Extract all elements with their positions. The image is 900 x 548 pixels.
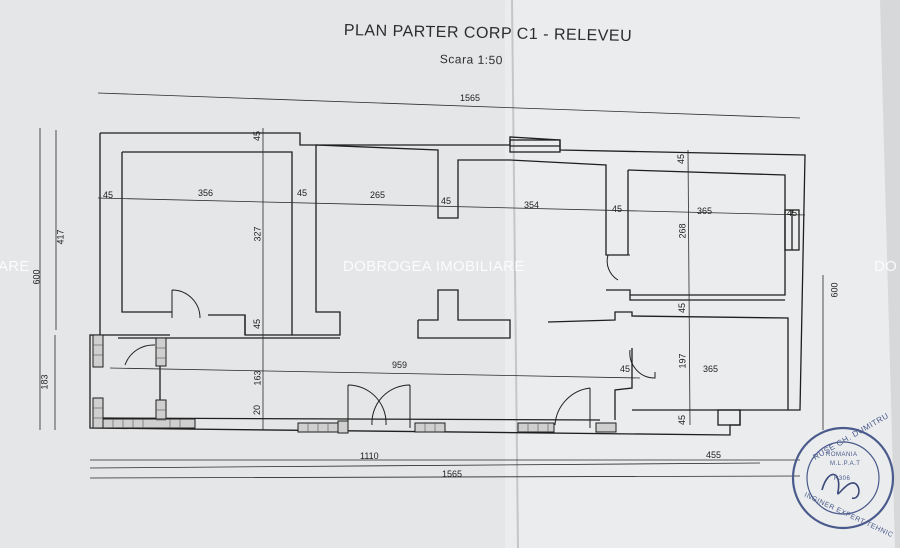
paper-fold xyxy=(511,0,519,548)
dim-label-45-c: 45 xyxy=(441,196,452,206)
entrance-double-door xyxy=(347,384,411,428)
dim-bottom-total xyxy=(89,475,801,479)
dim-label-197: 197 xyxy=(677,353,688,369)
watermark-left-fragment: ARE xyxy=(0,258,30,275)
dim-v-right xyxy=(687,149,691,426)
brick-pillar-5 xyxy=(337,420,349,434)
dim-label-v45-top-right: 45 xyxy=(676,153,687,165)
brick-wall-3 xyxy=(414,422,446,433)
watermark: DOBROGEA IMOBILIARE xyxy=(343,258,525,275)
dimension-lines xyxy=(39,92,824,479)
dim-label-top-total: 1565 xyxy=(460,93,481,103)
brick-pillar-1 xyxy=(92,334,104,368)
room-4-bottom xyxy=(606,289,785,301)
room-2-wall xyxy=(292,145,341,336)
dim-row-top xyxy=(97,197,806,216)
stamp-mid: M.L.P.A.T xyxy=(830,461,861,467)
paper-sheet-left xyxy=(0,0,520,548)
dim-label-v45-mid-left: 45 xyxy=(252,318,263,330)
dim-label-354: 354 xyxy=(524,200,540,210)
dim-label-1110: 1110 xyxy=(360,451,379,461)
dim-label-183: 183 xyxy=(39,374,50,390)
dim-bottom-1110 xyxy=(89,462,761,469)
outer-wall xyxy=(89,132,806,436)
room-1-wall-b xyxy=(122,151,293,336)
door-5 xyxy=(124,344,156,366)
dim-label-327: 327 xyxy=(252,226,263,242)
dim-label-45-d: 45 xyxy=(612,204,623,214)
plan-scale: Scara 1:50 xyxy=(439,52,504,68)
room-2-top xyxy=(315,144,510,219)
dim-label-365-bottom: 365 xyxy=(703,364,719,374)
engineer-stamp xyxy=(791,426,895,530)
watermark-right-fragment: DO xyxy=(874,258,898,275)
dim-label-v45-top-left: 45 xyxy=(252,130,263,142)
dim-label-265: 265 xyxy=(370,190,386,200)
brick-pillar-2 xyxy=(92,397,104,429)
dim-label-left-600: 600 xyxy=(31,269,42,285)
door-2 xyxy=(606,254,630,281)
dim-label-right-600: 600 xyxy=(829,282,840,298)
partition-mid xyxy=(417,289,511,339)
door-3 xyxy=(629,349,656,379)
dim-label-45-a: 45 xyxy=(103,190,114,200)
dim-label-45-hall: 45 xyxy=(620,364,631,374)
dim-label-365-top: 365 xyxy=(697,206,713,216)
brick-wall-4 xyxy=(517,422,555,433)
dim-row-hall xyxy=(109,367,641,379)
dim-label-959: 959 xyxy=(392,360,408,370)
front-wall xyxy=(99,417,601,421)
dim-label-356: 356 xyxy=(198,188,214,198)
room-1-wall xyxy=(121,152,172,313)
dim-label-v45-mid-right: 45 xyxy=(677,302,688,314)
room-5-left xyxy=(614,348,633,420)
dim-label-20: 20 xyxy=(252,404,263,416)
dim-label-268: 268 xyxy=(677,223,688,239)
paper-sheet-right xyxy=(505,0,900,548)
brick-hatching xyxy=(93,344,549,432)
door-4 xyxy=(554,387,591,428)
doors xyxy=(124,254,656,428)
dim-top-total xyxy=(97,92,801,119)
paper-edge xyxy=(880,0,900,548)
door-1 xyxy=(171,289,201,319)
brick-pillar-3 xyxy=(155,337,167,367)
dim-label-bottom-total: 1565 xyxy=(442,469,463,479)
dim-label-163: 163 xyxy=(252,370,263,386)
stamp-country: ROMANIA xyxy=(826,452,858,458)
signature-scribble xyxy=(821,473,860,500)
window-bottom xyxy=(717,409,741,426)
dim-label-417: 417 xyxy=(55,229,66,245)
brick-wall-5 xyxy=(595,422,617,433)
dim-label-45-e: 45 xyxy=(787,208,798,218)
dim-label-45-b: 45 xyxy=(297,188,308,198)
stamp-number: R306 xyxy=(834,476,851,482)
dim-label-455: 455 xyxy=(706,450,722,460)
dim-label-v45-bottom-right: 45 xyxy=(677,414,688,426)
room-5-top xyxy=(547,311,789,410)
brick-wall-1 xyxy=(102,418,196,429)
